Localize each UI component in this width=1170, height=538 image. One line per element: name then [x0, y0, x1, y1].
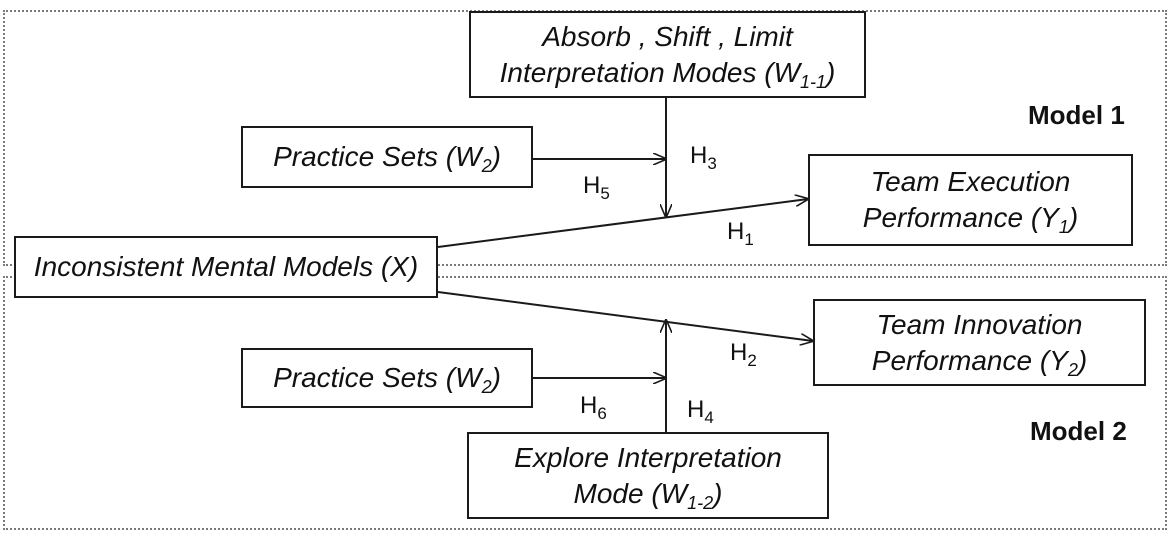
- team-execution-box: Team Execution Performance (Y1): [808, 154, 1133, 246]
- explore-box-line2: Mode (W1-2): [573, 477, 723, 513]
- hypothesis-h6-label: H6: [580, 392, 607, 423]
- team-execution-line2: Performance (Y1): [862, 202, 1079, 237]
- practice-sets-box-model1: Practice Sets (W2): [241, 126, 533, 188]
- model-1-label: Model 1: [1028, 100, 1125, 130]
- absorb-box-line1: Absorb , Shift , Limit: [542, 20, 793, 52]
- hypothesis-h3-label: H3: [690, 142, 717, 173]
- team-innovation-line1: Team Innovation: [876, 308, 1083, 340]
- practice-sets-label-model2: Practice Sets (W2): [273, 362, 501, 397]
- hypothesis-h4-label: H4: [687, 396, 714, 427]
- inconsistent-mental-models-box: Inconsistent Mental Models (X): [14, 236, 438, 298]
- model-2-label: Model 2: [1030, 416, 1127, 446]
- inconsistent-mental-models-label: Inconsistent Mental Models (X): [33, 251, 419, 282]
- team-innovation-box: Team Innovation Performance (Y2): [813, 299, 1146, 386]
- arrow-h2: [437, 291, 813, 341]
- hypothesis-h5-label: H5: [583, 172, 610, 203]
- arrow-h1: [437, 199, 808, 248]
- explore-interpretation-box: Explore Interpretation Mode (W1-2): [467, 432, 829, 519]
- absorb-box-line2: Interpretation Modes (W1-1): [499, 56, 836, 92]
- practice-sets-label-model1: Practice Sets (W2): [273, 141, 501, 176]
- practice-sets-box-model2: Practice Sets (W2): [241, 348, 533, 408]
- hypothesis-h1-label: H1: [727, 218, 754, 249]
- model-2-panel: [3, 276, 1167, 530]
- explore-box-line1: Explore Interpretation: [514, 441, 782, 473]
- team-innovation-line2: Performance (Y2): [871, 344, 1088, 380]
- team-execution-line1: Team Execution: [870, 166, 1071, 197]
- hypothesis-h2-label: H2: [730, 339, 757, 370]
- absorb-shift-limit-box: Absorb , Shift , Limit Interpretation Mo…: [469, 11, 866, 98]
